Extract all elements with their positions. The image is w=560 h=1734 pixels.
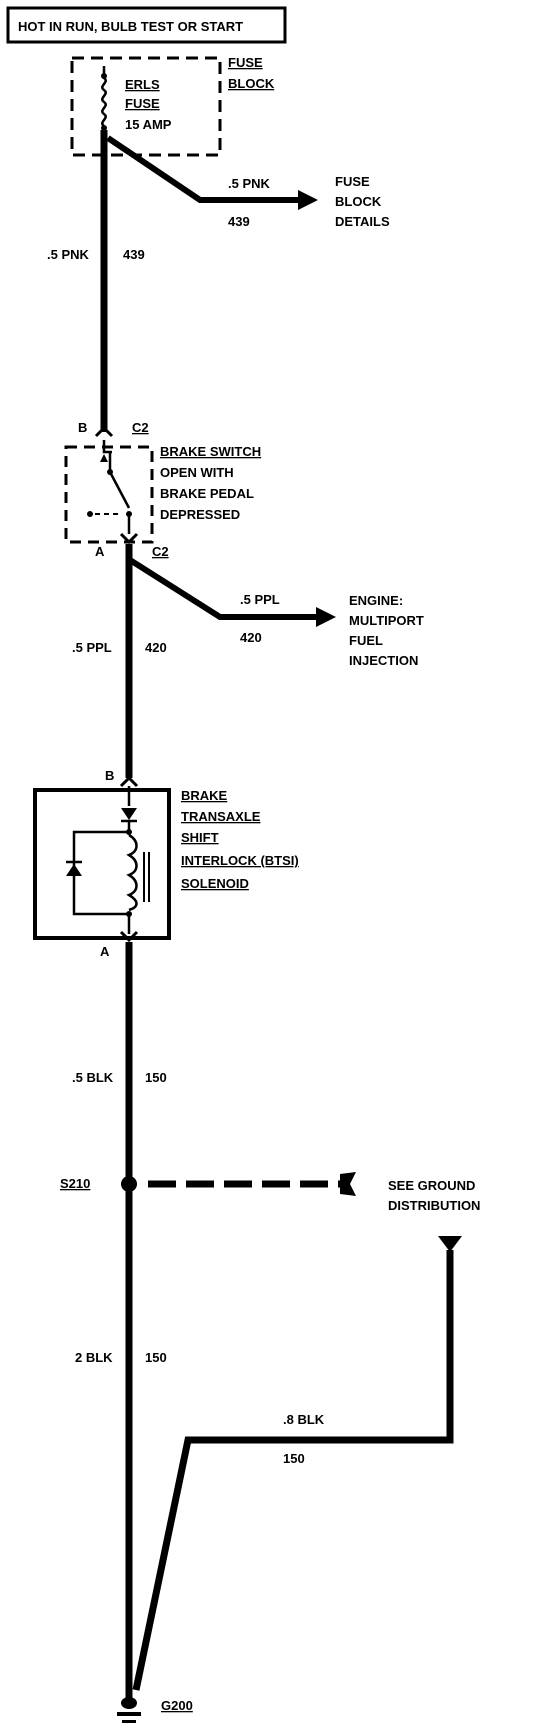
- fuse-block-details-line2: BLOCK: [335, 194, 382, 209]
- pnk-branch-circuit-label: 439: [228, 214, 250, 229]
- fuse-rating: 15 AMP: [125, 117, 172, 132]
- wire-150-b-circuit-label: 150: [145, 1350, 167, 1365]
- wire-150-c: [132, 1250, 454, 1691]
- solenoid-label-line3: SHIFT: [181, 830, 219, 845]
- ground-ref-line1: SEE GROUND: [388, 1178, 475, 1193]
- solenoid-outline: [33, 788, 171, 940]
- engine-dest-line2: MULTIPORT: [349, 613, 424, 628]
- brake-switch-connector-top: C2: [132, 420, 149, 435]
- fuse-block-outline: [70, 56, 222, 157]
- ground-symbol-icon: [117, 1712, 141, 1716]
- reference-arrow-down-icon: [438, 1236, 462, 1252]
- fuse-terminal-dot: [101, 73, 107, 79]
- solenoid-label-line4: INTERLOCK (BTSI): [181, 853, 299, 868]
- fuse-block-details-line3: DETAILS: [335, 214, 390, 229]
- fuse-block-title-line1: FUSE: [228, 55, 263, 70]
- splice-dot: [121, 1176, 137, 1192]
- wire-150-a-size-label: .5 BLK: [72, 1070, 114, 1085]
- ground-ref-line2: DISTRIBUTION: [388, 1198, 480, 1213]
- solenoid-terminal-bottom: A: [100, 944, 110, 959]
- fuse-name-line1: ERLS: [125, 77, 160, 92]
- wire-150-a-circuit-label: 150: [145, 1070, 167, 1085]
- fuse-terminal-dot: [101, 125, 107, 131]
- engine-dest-line1: ENGINE:: [349, 593, 403, 608]
- splice-name: S210: [60, 1176, 90, 1191]
- coil-icon: [126, 833, 138, 912]
- power-source-box: [6, 6, 287, 44]
- solenoid-connector-top-icon: [119, 775, 139, 788]
- wire-150-c-size-label: .8 BLK: [283, 1412, 325, 1427]
- switch-pedal-dot: [87, 511, 93, 517]
- brake-switch-label-line3: BRAKE PEDAL: [160, 486, 254, 501]
- connector-c2-top-icon: [94, 425, 114, 438]
- fuse-block-title-line2: BLOCK: [228, 76, 275, 91]
- connector-c2-bottom-icon: [119, 532, 139, 545]
- ppl-branch-wire: [128, 557, 318, 620]
- brake-switch-outline: [64, 445, 154, 544]
- brake-switch-label-line2: OPEN WITH: [160, 465, 234, 480]
- brake-switch-terminal-bottom: A: [95, 544, 105, 559]
- engine-dest-line4: INJECTION: [349, 653, 418, 668]
- solenoid-connector-bottom-icon: [119, 930, 139, 943]
- ppl-branch-wire-label: .5 PPL: [240, 592, 280, 607]
- switch-contact-dot: [126, 511, 132, 517]
- wire-150-b-size-label: 2 BLK: [75, 1350, 113, 1365]
- fuse-symbol-icon: [101, 66, 107, 128]
- brake-switch-label-line1: BRAKE SWITCH: [160, 444, 261, 459]
- brake-switch-connector-bottom: C2: [152, 544, 169, 559]
- arrow-right-icon: [316, 607, 336, 627]
- fuse-block-details-line1: FUSE: [335, 174, 370, 189]
- pnk-branch-wire-label: .5 PNK: [228, 176, 271, 191]
- wire-420-circuit-label: 420: [145, 640, 167, 655]
- wire-150-c-circuit-label: 150: [283, 1451, 305, 1466]
- solenoid-terminal-top: B: [105, 768, 114, 783]
- engine-dest-line3: FUEL: [349, 633, 383, 648]
- solenoid-label-line5: SOLENOID: [181, 876, 249, 891]
- wire-420-size-label: .5 PPL: [72, 640, 112, 655]
- ground-name: G200: [161, 1698, 193, 1713]
- fuse-name-line2: FUSE: [125, 96, 160, 111]
- wire-439-size-label: .5 PNK: [47, 247, 90, 262]
- arrow-right-icon: [298, 190, 318, 210]
- ground-terminal: [121, 1697, 137, 1709]
- power-source-label: HOT IN RUN, BULB TEST OR START: [18, 19, 243, 34]
- solenoid-label-line2: TRANSAXLE: [181, 809, 261, 824]
- diode-icon: [66, 864, 82, 876]
- ground-symbol-icon: [122, 1720, 136, 1723]
- wire-439-circuit-label: 439: [123, 247, 145, 262]
- diode-icon: [121, 808, 137, 820]
- brake-switch-terminal-top: B: [78, 420, 87, 435]
- switch-blade: [108, 471, 131, 509]
- pnk-branch-wire: [106, 135, 300, 203]
- arrow-up-icon: [100, 454, 108, 462]
- ppl-branch-circuit-label: 420: [240, 630, 262, 645]
- brake-switch-label-line4: DEPRESSED: [160, 507, 240, 522]
- suppression-diode-loop: [72, 830, 129, 916]
- solenoid-label-line1: BRAKE: [181, 788, 228, 803]
- reference-arrow-icon: [340, 1172, 356, 1196]
